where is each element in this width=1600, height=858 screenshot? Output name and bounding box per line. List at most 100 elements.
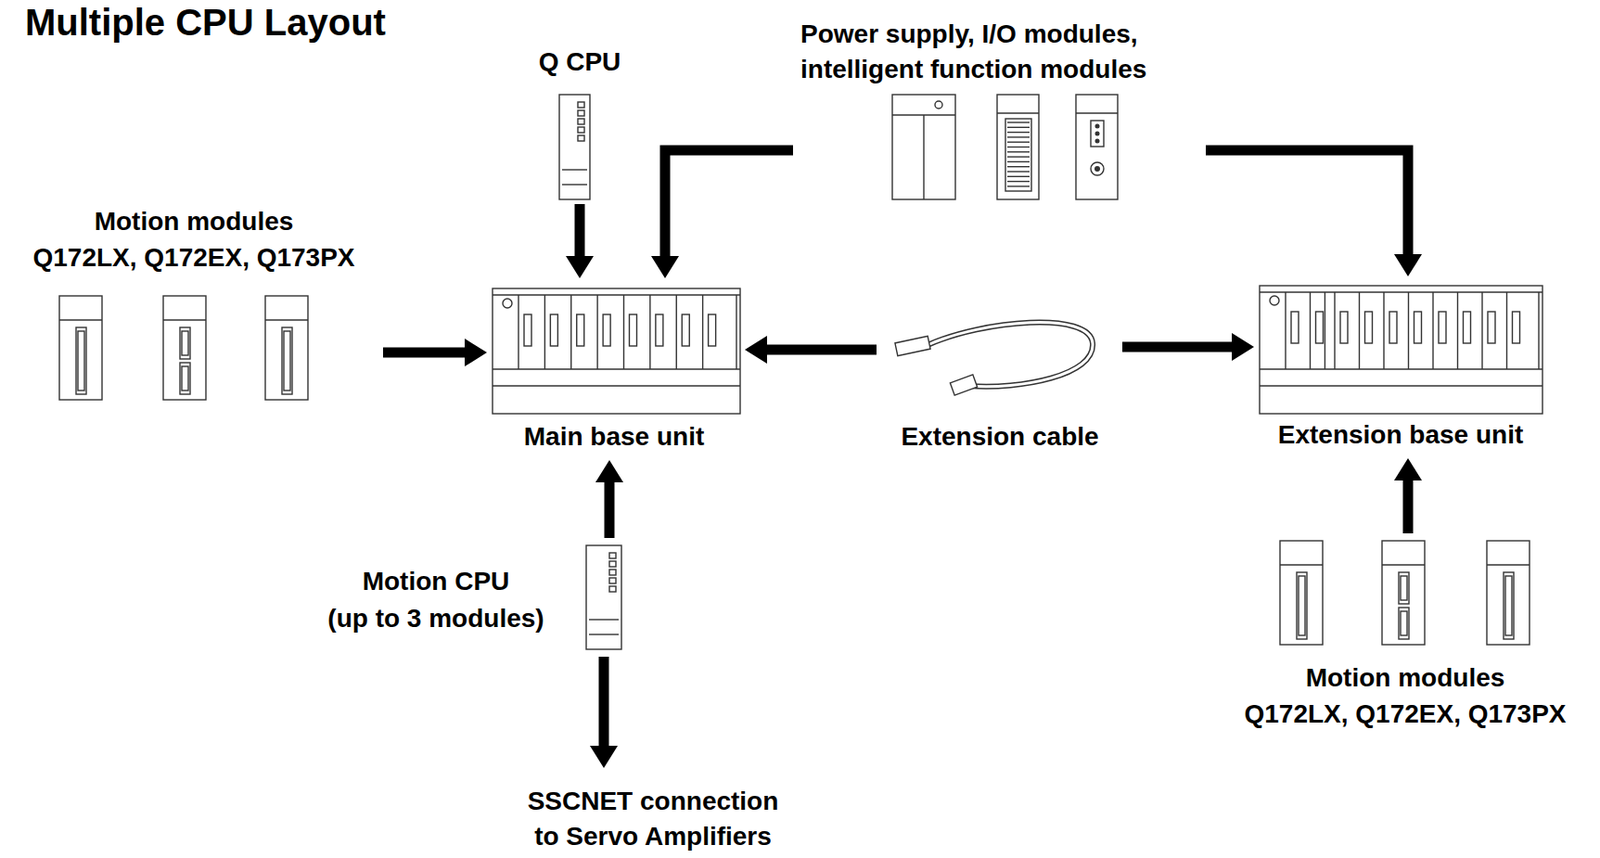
illustration-stroke: [1457, 292, 1459, 370]
connector-arrow: [1394, 458, 1422, 534]
illustration-stroke: [609, 552, 616, 559]
illustration-stroke: [1481, 292, 1483, 370]
illustration-stroke: [1269, 295, 1280, 306]
illustration-stroke: [577, 118, 585, 125]
illustration-stroke: [544, 294, 546, 370]
illustration-stroke: [281, 327, 293, 395]
component-group: SSCNET connection to Servo Amplifiers: [505, 768, 803, 858]
motion-cpu-module: [586, 545, 622, 650]
illustration-stroke: [1007, 166, 1030, 167]
motion-module: [1382, 540, 1425, 645]
illustration-stroke: [1259, 291, 1543, 293]
component-group: Power supply, I/O modules, intelligent f…: [793, 12, 1206, 205]
component-label: Q172LX, Q172EX, Q173PX: [32, 240, 355, 276]
illustration-stroke: [576, 314, 585, 346]
illustration-stroke: [1075, 94, 1118, 200]
component-label: Power supply, I/O modules, intelligent f…: [800, 16, 1200, 88]
illustration-stroke: [265, 319, 308, 320]
component-group: Motion CPU(up to 3 modules): [306, 537, 631, 657]
illustration-stroke: [181, 331, 189, 356]
illustration-stroke: [895, 335, 931, 356]
illustration-stroke: [934, 101, 943, 109]
connector-line: [765, 345, 877, 356]
illustration-stroke: [892, 94, 956, 200]
illustration-stroke: [1358, 292, 1360, 370]
arrow-head: [464, 338, 487, 367]
illustration-stroke: [1340, 311, 1348, 344]
illustration-stroke: [1486, 540, 1530, 645]
illustration-stroke: [517, 294, 519, 370]
illustration-stroke: [1505, 576, 1512, 636]
illustration-stroke: [588, 633, 619, 635]
motion-module: [1280, 540, 1323, 645]
illustration-stroke: [1259, 285, 1543, 414]
illustration-stroke: [1382, 540, 1425, 645]
illustration-stroke: [502, 298, 512, 308]
illustration-stroke: [1503, 572, 1514, 640]
illustration-stroke: [1005, 118, 1032, 192]
illustration-stroke: [927, 322, 1093, 387]
connector-arrow: [589, 656, 618, 768]
illustration-stroke: [1007, 155, 1030, 157]
illustration-stroke: [596, 294, 598, 370]
illustration-stroke: [59, 319, 103, 320]
illustration-stroke: [655, 314, 664, 346]
illustration-stroke: [1382, 563, 1425, 565]
arrow-head: [1394, 254, 1422, 277]
illustration-stroke: [1007, 131, 1030, 133]
illustration-stroke: [1463, 311, 1472, 344]
illustration-stroke: [1095, 139, 1101, 144]
illustration-stroke: [1259, 384, 1543, 386]
illustration-stroke: [892, 114, 956, 116]
illustration-stroke: [1090, 120, 1104, 147]
illustration-stroke: [927, 322, 1093, 387]
illustration-stroke: [1095, 124, 1101, 129]
connector-line: [383, 347, 467, 359]
illustration-stroke: [77, 331, 85, 391]
illustration-stroke: [577, 127, 585, 133]
illustration-stroke: [949, 374, 977, 396]
connector-arrow: [595, 460, 624, 538]
component-group: Motion modulesQ172LX, Q172EX, Q173PX: [7, 199, 384, 406]
arrow-head: [1394, 458, 1422, 481]
illustration-stroke: [1400, 576, 1408, 601]
illustration-stroke: [609, 561, 616, 567]
motion-module: [163, 295, 206, 400]
connector-arrow: [565, 204, 594, 279]
illustration-stroke: [586, 545, 622, 650]
connector-arrow: [1205, 150, 1422, 277]
intelligent-function-module: [1075, 94, 1118, 200]
component-label: Extension base unit: [1278, 417, 1524, 453]
illustration-stroke: [1316, 311, 1324, 344]
illustration-stroke: [1284, 292, 1286, 370]
component-label: Motion modules: [1305, 660, 1506, 696]
component-label: Extension cable: [900, 419, 1099, 455]
illustration-stroke: [1324, 292, 1326, 370]
illustration-stroke: [649, 294, 651, 370]
illustration-stroke: [1007, 140, 1030, 142]
illustration-stroke: [609, 569, 616, 576]
illustration-stroke: [1537, 292, 1539, 370]
component-group: Extension base unit: [1254, 276, 1549, 459]
illustration-stroke: [629, 314, 638, 346]
illustration-stroke: [179, 327, 191, 359]
connector-arrow: [651, 150, 794, 279]
illustration-stroke: [1007, 180, 1030, 182]
connector-line: [599, 656, 610, 748]
illustration-stroke: [1007, 170, 1030, 172]
arrow-head: [651, 256, 679, 279]
connector-arrow: [383, 338, 487, 367]
illustration-stroke: [1487, 311, 1496, 344]
illustration-stroke: [1075, 112, 1118, 114]
illustration-stroke: [623, 294, 625, 370]
illustration-stroke: [1382, 292, 1384, 370]
illustration-stroke: [265, 295, 308, 400]
power-supply-module: [892, 94, 956, 200]
illustration-stroke: [609, 586, 616, 592]
illustration-stroke: [1259, 368, 1543, 370]
illustration-stroke: [922, 115, 924, 200]
illustration-stroke: [163, 319, 206, 320]
base-unit: [1259, 285, 1543, 414]
illustration-stroke: [570, 294, 572, 370]
extension-cable: [895, 322, 1093, 396]
